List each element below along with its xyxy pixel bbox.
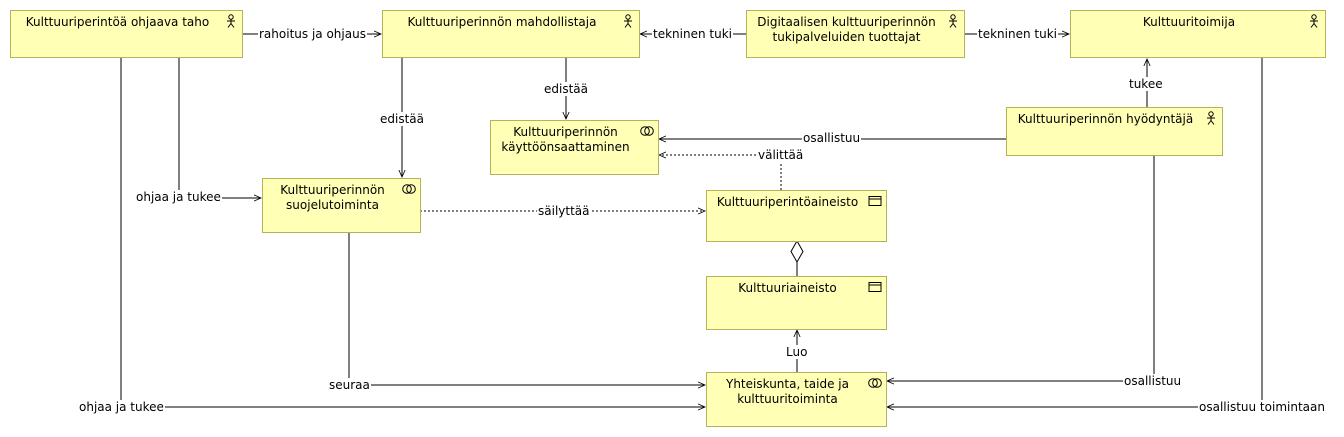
element-kayttoonsaattaminen[interactable]: Kulttuuriperinnön käyttöönsaattaminen [490, 120, 659, 175]
element-kulttuuriaineisto[interactable]: Kulttuuriaineisto [706, 276, 887, 330]
label-ohjaa-tukee-2: ohjaa ja tukee [78, 400, 165, 414]
element-label: Kulttuuriperinnön suojelutoiminta [280, 183, 385, 212]
label-valittaa: välittää [757, 148, 805, 162]
element-label: Kulttuuritoimija [1142, 15, 1236, 29]
label-rahoitus: rahoitus ja ohjaus [258, 27, 367, 41]
label-tekninen-tuki-2: tekninen tuki [977, 27, 1058, 41]
element-label: Kulttuuriperintöaineisto [716, 195, 859, 209]
label-osallistuu-2: osallistuu [1123, 374, 1183, 388]
label-seuraa: seuraa [328, 378, 371, 392]
element-label: Digitaalisen kulttuuriperinnön tukipalve… [757, 15, 936, 44]
label-luo: Luo [785, 345, 809, 359]
actor-icon [1207, 111, 1215, 125]
element-suojelutoiminta[interactable]: Kulttuuriperinnön suojelutoiminta [262, 178, 421, 233]
label-ohjaa-tukee-1: ohjaa ja tukee [135, 190, 222, 204]
element-ohjaava-taho[interactable]: Kulttuuriperintöä ohjaava taho [10, 10, 243, 58]
business-object-icon [868, 196, 882, 206]
element-tukipalvelut[interactable]: Digitaalisen kulttuuriperinnön tukipalve… [746, 10, 965, 58]
actor-icon [1310, 14, 1318, 28]
actor-icon [949, 14, 957, 28]
label-osallistuu-1: osallistuu [802, 131, 862, 145]
label-tukee: tukee [1128, 77, 1164, 91]
element-perintoaineisto[interactable]: Kulttuuriperintöaineisto [706, 190, 887, 242]
label-sailyttaa: säilyttää [537, 204, 591, 218]
label-osallistuu-toimintaan: osallistuu toimintaan [1198, 400, 1326, 414]
service-interaction-icon [402, 184, 416, 194]
label-tekninen-tuki-1: tekninen tuki [652, 27, 733, 41]
actor-icon [227, 14, 235, 28]
line-osallistuu-2 [887, 156, 1155, 381]
element-label: Kulttuuriperinnön käyttöönsaattaminen [501, 125, 630, 154]
element-label: Kulttuuriperintöä ohjaava taho [25, 15, 210, 29]
element-hyodyntaja[interactable]: Kulttuuriperinnön hyödyntäjä [1006, 107, 1223, 156]
element-label: Kulttuuriaineisto [738, 281, 837, 295]
line-valittaa [659, 155, 782, 190]
label-edistaa-2: edistää [543, 82, 589, 96]
service-interaction-icon [640, 126, 654, 136]
element-label: Yhteiskunta, taide ja kulttuuritoiminta [726, 377, 849, 406]
aggregation-diamond [790, 239, 804, 264]
element-kulttuuritoimija[interactable]: Kulttuuritoimija [1070, 10, 1326, 58]
line-ohjaa-tukee-1 [178, 58, 261, 198]
label-edistaa-1: edistää [379, 112, 425, 126]
element-mahdollistaja[interactable]: Kulttuuriperinnön mahdollistaja [382, 10, 640, 58]
line-seuraa [348, 232, 705, 385]
element-label: Kulttuuriperinnön mahdollistaja [407, 15, 597, 29]
element-label: Kulttuuriperinnön hyödyntäjä [1017, 112, 1194, 126]
business-object-icon [868, 282, 882, 292]
actor-icon [624, 14, 632, 28]
service-interaction-icon [868, 378, 882, 388]
element-yhteiskunta[interactable]: Yhteiskunta, taide ja kulttuuritoiminta [706, 372, 887, 427]
